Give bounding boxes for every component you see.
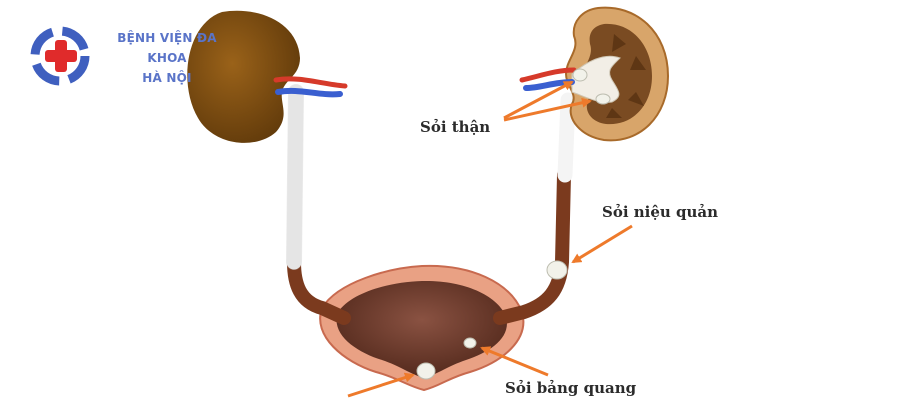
ureter-stone: [546, 260, 568, 280]
hospital-name: BỆNH VIỆN ĐA KHOA HÀ NỘI: [98, 28, 236, 88]
ureter-stone-arrow: [571, 224, 633, 264]
bladder-stone-2: [416, 362, 436, 380]
hospital-cross-icon: [30, 26, 90, 86]
bladder-stone-arrow: [480, 346, 549, 377]
bladder-stone-1: [463, 337, 477, 349]
hospital-name-line1: BỆNH VIỆN ĐA KHOA: [117, 31, 217, 65]
label-ureter-stone: Sỏi niệu quản: [602, 203, 719, 221]
bladder-lumen: [336, 280, 507, 378]
left-renal-vein: [275, 87, 343, 98]
left-renal-artery: [273, 76, 348, 89]
left-kidney: [187, 10, 300, 143]
right-renal-artery: [519, 67, 577, 83]
hospital-name-line2: HÀ NỘI: [142, 71, 192, 85]
label-kidney-stone: Sỏi thận: [420, 118, 491, 136]
right-kidney-pelvis: [571, 55, 621, 103]
left-ureter-outline: [286, 84, 304, 270]
kidney-stone-1: [572, 68, 588, 82]
kidney-stone-2: [595, 93, 611, 105]
kidney-stone-arrow-2: [503, 97, 592, 122]
hospital-logo: BỆNH VIỆN ĐA KHOA HÀ NỘI: [26, 20, 236, 90]
right-ureter-upper: [557, 92, 576, 183]
left-ureter-lower: [287, 255, 351, 325]
label-bladder-stone: Sỏi bảng quang: [505, 379, 637, 397]
left-ureter-upper: [286, 84, 304, 270]
urethra-stone-arrow: [347, 372, 415, 398]
kidney-stone-arrow-1: [503, 80, 574, 120]
renal-pyramids: [606, 34, 646, 118]
